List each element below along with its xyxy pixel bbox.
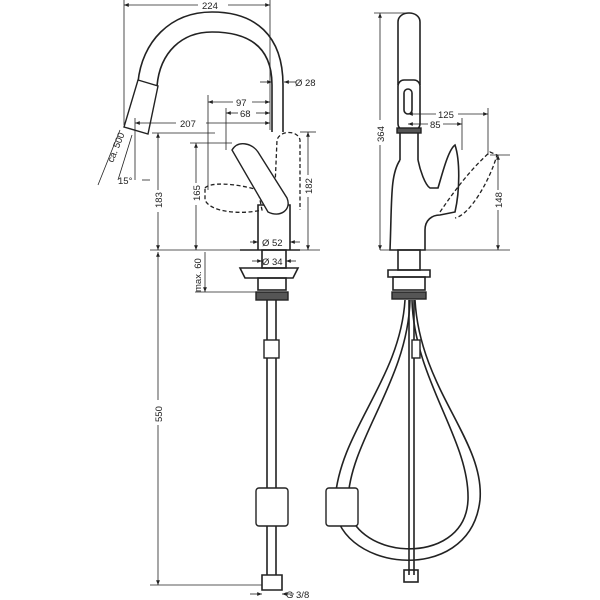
dim-g-3-8: G 3/8: [286, 590, 309, 600]
spout-outer: [137, 11, 284, 132]
lever-dashed-left: [204, 183, 263, 213]
dim-148: 148: [494, 192, 505, 208]
dim-dia-34: Ø 34: [262, 257, 283, 268]
shank-side: [397, 249, 421, 271]
connector-side: [411, 339, 421, 359]
hose-weight-side: [325, 487, 359, 527]
thread-side: [391, 291, 427, 300]
dim-207: 207: [180, 119, 196, 130]
dim-85: 85: [430, 120, 441, 131]
hose-connector: [263, 339, 280, 359]
hose-loop-inner: [347, 299, 469, 550]
side-view: 364 125 85 148: [325, 12, 510, 583]
body-side: [389, 143, 460, 251]
lever-dashed-side: [439, 151, 498, 219]
spout-inner: [156, 31, 273, 132]
spray-head-side: [397, 79, 421, 131]
dim-dia-52: Ø 52: [262, 238, 283, 249]
neck: [399, 133, 419, 160]
mounting-plate: [238, 267, 300, 279]
dim-15-deg: 15°: [118, 176, 133, 187]
dim-364: 364: [376, 126, 387, 142]
dim-125: 125: [438, 110, 454, 121]
dim-182: 182: [304, 178, 315, 194]
lever-dashed-right: [273, 131, 301, 211]
dim-97: 97: [236, 98, 247, 109]
hose-fittings: [261, 574, 283, 591]
dim-550: 550: [154, 406, 165, 422]
spray-head-slot: [403, 88, 413, 115]
fitting-side: [403, 569, 419, 583]
dim-165: 165: [192, 185, 203, 201]
spray-face: [396, 127, 422, 134]
hose-weight: [255, 487, 289, 527]
plate-side: [387, 269, 431, 278]
dim-183: 183: [154, 192, 165, 208]
spout-side: [397, 12, 421, 85]
hose-loop-outer: [334, 299, 481, 561]
nut-side: [392, 276, 426, 291]
dim-224: 224: [202, 1, 218, 12]
spray-head: [123, 79, 159, 135]
dim-max-60: max. 60: [193, 258, 204, 292]
nut: [257, 277, 287, 291]
lever-handle: [231, 143, 289, 215]
front-view: 224 Ø 28 97 68 207 ca. 500 15° 183 165 1…: [97, 0, 320, 600]
thread: [255, 291, 289, 301]
dim-dia-28: Ø 28: [295, 78, 316, 89]
dim-68: 68: [240, 109, 251, 120]
